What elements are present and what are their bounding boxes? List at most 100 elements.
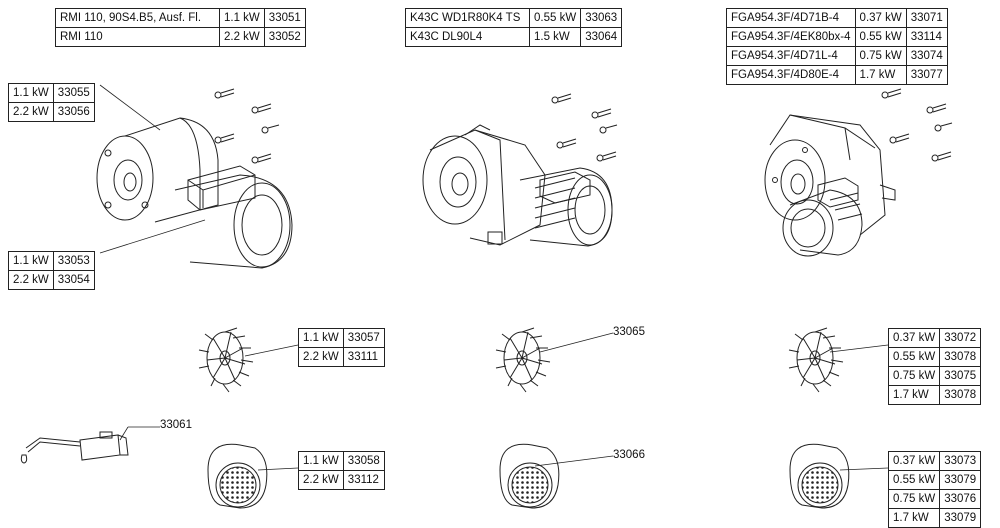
part-number-cell: 33051 [263, 8, 306, 28]
part-number-cell: 33063 [580, 8, 623, 28]
table-row: K43C WD1R80K4 TS 0.55 kW 33063 [405, 8, 623, 28]
motor-part-table: 1.1 kW 33053 2.2 kW 33054 [8, 251, 95, 290]
fan-middle-callout: 33065 [613, 326, 645, 338]
cover-right-drawing [789, 443, 850, 509]
power-cell: 2.2 kW [8, 102, 54, 122]
power-cell: 0.37 kW [887, 451, 941, 471]
part-number-cell: 33079 [939, 470, 982, 490]
fan-left-drawing [198, 327, 254, 393]
flange-part-table: 1.1 kW 33055 2.2 kW 33056 [8, 83, 95, 122]
table-row: 0.37 kW 33073 [887, 451, 982, 471]
bolts-middle [551, 93, 618, 162]
table-row: 2.2 kW 33056 [8, 102, 95, 122]
power-cell: 1.5 kW [528, 27, 582, 47]
part-number-cell: 33056 [52, 102, 95, 122]
power-cell: 1.1 kW [8, 83, 54, 103]
rmi-model-table: RMI 110, 90S4.B5, Ausf. Fl. 1.1 kW 33051… [55, 8, 306, 47]
table-row: 1.1 kW 33053 [8, 251, 95, 271]
part-number-cell: 33078 [939, 385, 982, 405]
table-row: 1.7 kW 33078 [887, 385, 982, 405]
part-number-cell: 33111 [342, 347, 385, 367]
fan-middle-drawing [495, 327, 551, 393]
k43-model-table: K43C WD1R80K4 TS 0.55 kW 33063 K43C DL90… [405, 8, 623, 47]
part-number-cell: 33064 [580, 27, 623, 47]
bolts-left [214, 88, 280, 164]
part-number-cell: 33052 [263, 27, 306, 47]
fan-right-part-table: 0.37 kW 33072 0.55 kW 33078 0.75 kW 3307… [887, 328, 982, 405]
model-cell: K43C DL90L4 [405, 27, 530, 47]
table-row: 0.75 kW 33075 [887, 366, 982, 386]
fan-right-drawing [788, 327, 844, 393]
model-cell: RMI 110 [55, 27, 220, 47]
power-cell: 1.1 kW [219, 8, 265, 28]
model-cell: FGA954.3F/4D71B-4 [726, 8, 856, 28]
power-cell: 0.37 kW [887, 328, 941, 348]
power-cell: 1.1 kW [298, 328, 344, 348]
table-row: 2.2 kW 33054 [8, 270, 95, 290]
part-number-cell: 33114 [905, 27, 948, 47]
power-cell: 1.7 kW [887, 385, 941, 405]
part-number-cell: 33112 [342, 470, 385, 490]
part-number-cell: 33053 [52, 251, 95, 271]
part-number-cell: 33079 [939, 508, 982, 528]
table-row: 1.1 kW 33055 [8, 83, 95, 103]
model-cell: FGA954.3F/4D80E-4 [726, 65, 856, 85]
power-cell: 2.2 kW [219, 27, 265, 47]
table-row: RMI 110, 90S4.B5, Ausf. Fl. 1.1 kW 33051 [55, 8, 306, 28]
power-cell: 1.7 kW [887, 508, 941, 528]
table-row: 0.55 kW 33079 [887, 470, 982, 490]
table-row: 2.2 kW 33112 [298, 470, 385, 490]
model-cell: FGA954.3F/4EK80bx-4 [726, 27, 856, 47]
power-cell: 2.2 kW [298, 347, 344, 367]
model-cell: RMI 110, 90S4.B5, Ausf. Fl. [55, 8, 220, 28]
cover-middle-callout: 33066 [613, 449, 645, 461]
table-row: 1.7 kW 33079 [887, 508, 982, 528]
power-cell: 2.2 kW [298, 470, 344, 490]
part-number-cell: 33072 [939, 328, 982, 348]
table-row: FGA954.3F/4EK80bx-4 0.55 kW 33114 [726, 27, 948, 47]
power-cell: 0.55 kW [854, 27, 907, 47]
k43-gearbox-drawing [422, 124, 613, 247]
cover-left-part-table: 1.1 kW 33058 2.2 kW 33112 [298, 451, 385, 490]
power-cell: 0.55 kW [528, 8, 582, 28]
part-number-cell: 33078 [939, 347, 982, 367]
table-row: 0.37 kW 33072 [887, 328, 982, 348]
model-cell: FGA954.3F/4D71L-4 [726, 46, 856, 66]
power-cell: 0.55 kW [887, 347, 941, 367]
power-cell: 1.1 kW [298, 451, 344, 471]
table-row: FGA954.3F/4D71B-4 0.37 kW 33071 [726, 8, 948, 28]
part-number-cell: 33054 [52, 270, 95, 290]
part-number-cell: 33055 [52, 83, 95, 103]
table-row: 0.75 kW 33076 [887, 489, 982, 509]
table-row: 1.1 kW 33058 [298, 451, 385, 471]
part-number-cell: 33076 [939, 489, 982, 509]
part-number-cell: 33074 [905, 46, 948, 66]
power-cell: 1.7 kW [854, 65, 907, 85]
fga-model-table: FGA954.3F/4D71B-4 0.37 kW 33071 FGA954.3… [726, 8, 948, 85]
power-cell: 0.55 kW [887, 470, 941, 490]
bolts-right [881, 88, 953, 162]
power-cell: 0.75 kW [887, 366, 941, 386]
part-number-cell: 33058 [342, 451, 385, 471]
table-row: FGA954.3F/4D80E-4 1.7 kW 33077 [726, 65, 948, 85]
power-cell: 1.1 kW [8, 251, 54, 271]
table-row: FGA954.3F/4D71L-4 0.75 kW 33074 [726, 46, 948, 66]
rmi-motor-drawing [96, 117, 293, 269]
cover-left-drawing [207, 443, 268, 509]
fga-gearbox-drawing [764, 114, 896, 257]
table-row: K43C DL90L4 1.5 kW 33064 [405, 27, 623, 47]
cover-right-part-table: 0.37 kW 33073 0.55 kW 33079 0.75 kW 3307… [887, 451, 982, 528]
table-row: 2.2 kW 33111 [298, 347, 385, 367]
power-cell: 2.2 kW [8, 270, 54, 290]
power-cell: 0.75 kW [887, 489, 941, 509]
table-row: 0.55 kW 33078 [887, 347, 982, 367]
part-number-cell: 33077 [905, 65, 948, 85]
table-row: 1.1 kW 33057 [298, 328, 385, 348]
part-number-cell: 33057 [342, 328, 385, 348]
leader-lines [99, 84, 889, 471]
fan-left-part-table: 1.1 kW 33057 2.2 kW 33111 [298, 328, 385, 367]
oil-can-callout: 33061 [160, 419, 192, 431]
power-cell: 0.75 kW [854, 46, 907, 66]
power-cell: 0.37 kW [854, 8, 907, 28]
